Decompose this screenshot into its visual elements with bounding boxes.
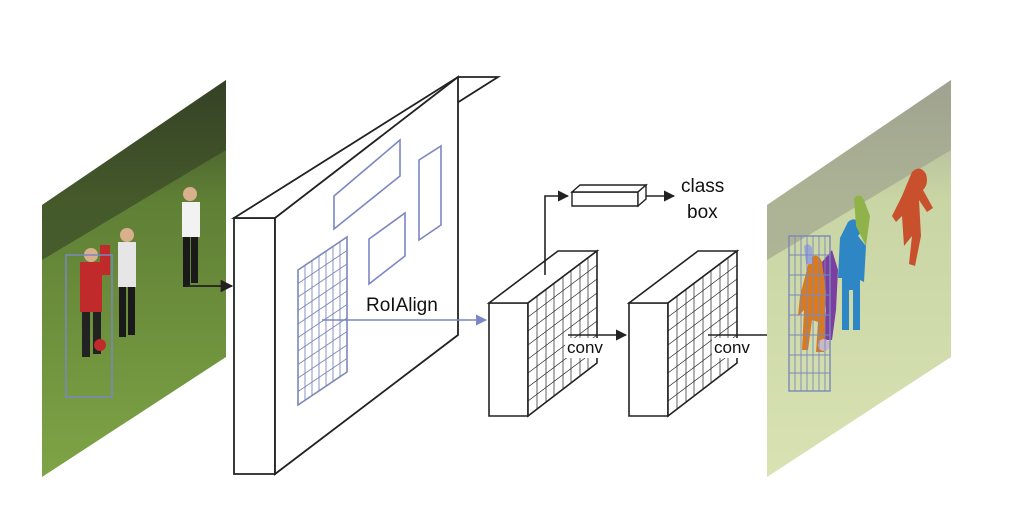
output-roi-grid — [788, 235, 831, 392]
roi-grid — [297, 235, 348, 407]
fc-head — [570, 183, 648, 208]
proposal-box-2 — [418, 144, 442, 242]
roi-feature-block-1 — [486, 249, 600, 418]
class-label: class — [681, 176, 724, 197]
conv-label-1-bg — [565, 338, 609, 358]
feature-map — [230, 75, 502, 476]
arrow-to-fc-head — [544, 190, 570, 275]
roi-feature-block-2 — [626, 249, 740, 418]
proposal-box-1 — [333, 138, 401, 231]
conv-label-1: conv — [567, 338, 603, 357]
output-image — [767, 80, 951, 477]
conv-label-2-bg — [712, 338, 756, 358]
input-players — [80, 187, 200, 357]
box-label: box — [687, 202, 718, 223]
input-roi-box — [65, 254, 113, 398]
proposal-box-3 — [368, 211, 406, 286]
input-image — [42, 80, 226, 477]
conv-label-2: conv — [714, 338, 750, 357]
roialign-label: RoIAlign — [366, 295, 438, 316]
